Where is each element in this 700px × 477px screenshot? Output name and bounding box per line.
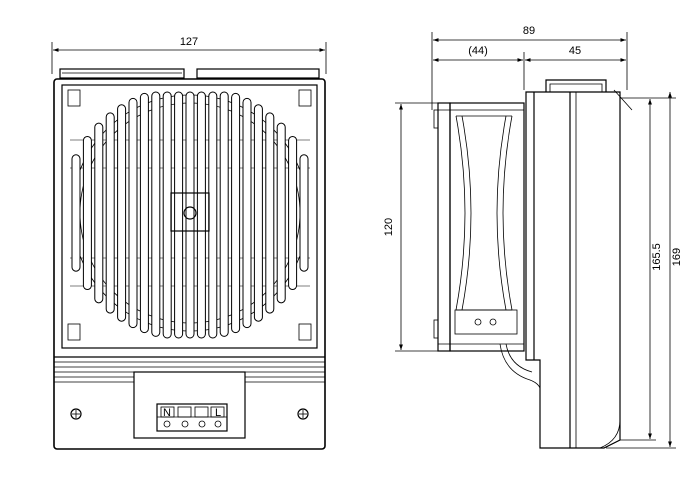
- dim-side-total-depth: 89: [523, 25, 535, 37]
- grille-bar: [174, 91, 184, 339]
- grille-bar: [151, 91, 161, 337]
- grille-bar: [128, 97, 138, 329]
- grille-bar: [265, 112, 275, 314]
- dim-body-height-inner: 165.5: [651, 243, 663, 271]
- terminal-block: N L: [156, 403, 228, 432]
- grille-bar: [117, 104, 127, 322]
- cooling-ribs: [54, 361, 325, 383]
- terminal-housing: [133, 371, 246, 439]
- side-view: 89 (44) 45 120: [383, 25, 683, 449]
- mounting-screw-right: [297, 408, 309, 420]
- mounting-screw-left: [70, 408, 82, 420]
- fan-housing-side: [433, 102, 525, 352]
- grille-bar: [208, 91, 218, 339]
- terminal-label-l: L: [215, 407, 221, 419]
- grille-bar: [139, 92, 149, 334]
- dim-front-width: 127: [180, 36, 198, 48]
- grille-bar: [288, 135, 298, 291]
- grille-bar: [276, 122, 286, 304]
- terminal-label-n: N: [163, 407, 171, 419]
- grille-bar: [299, 154, 309, 272]
- dim-side-fan-depth: (44): [468, 45, 488, 57]
- heater-body-side: [525, 79, 633, 449]
- fan-grille-panel: [61, 84, 318, 349]
- grille-bar: [253, 104, 263, 322]
- fan-hub-hole: [183, 206, 197, 220]
- grille-bar: [71, 154, 81, 272]
- grille-bar: [185, 91, 195, 339]
- front-view: 127: [51, 36, 327, 450]
- dim-body-height-total: 169: [671, 248, 683, 266]
- grille-bar: [94, 122, 104, 304]
- grille-bar: [162, 91, 172, 339]
- grille-bar: [231, 92, 241, 334]
- grille-bar: [105, 112, 115, 314]
- grille-bar: [242, 97, 252, 329]
- grille-bars: [70, 91, 310, 339]
- power-cable: [499, 343, 541, 389]
- dim-fan-height: 120: [383, 218, 395, 236]
- heater-front-body: [53, 78, 326, 450]
- grille-bar: [219, 91, 229, 337]
- grille-bar: [196, 91, 206, 339]
- fan-hub: [170, 192, 210, 232]
- grille-bar: [82, 135, 92, 291]
- dim-side-body-depth: 45: [569, 45, 581, 57]
